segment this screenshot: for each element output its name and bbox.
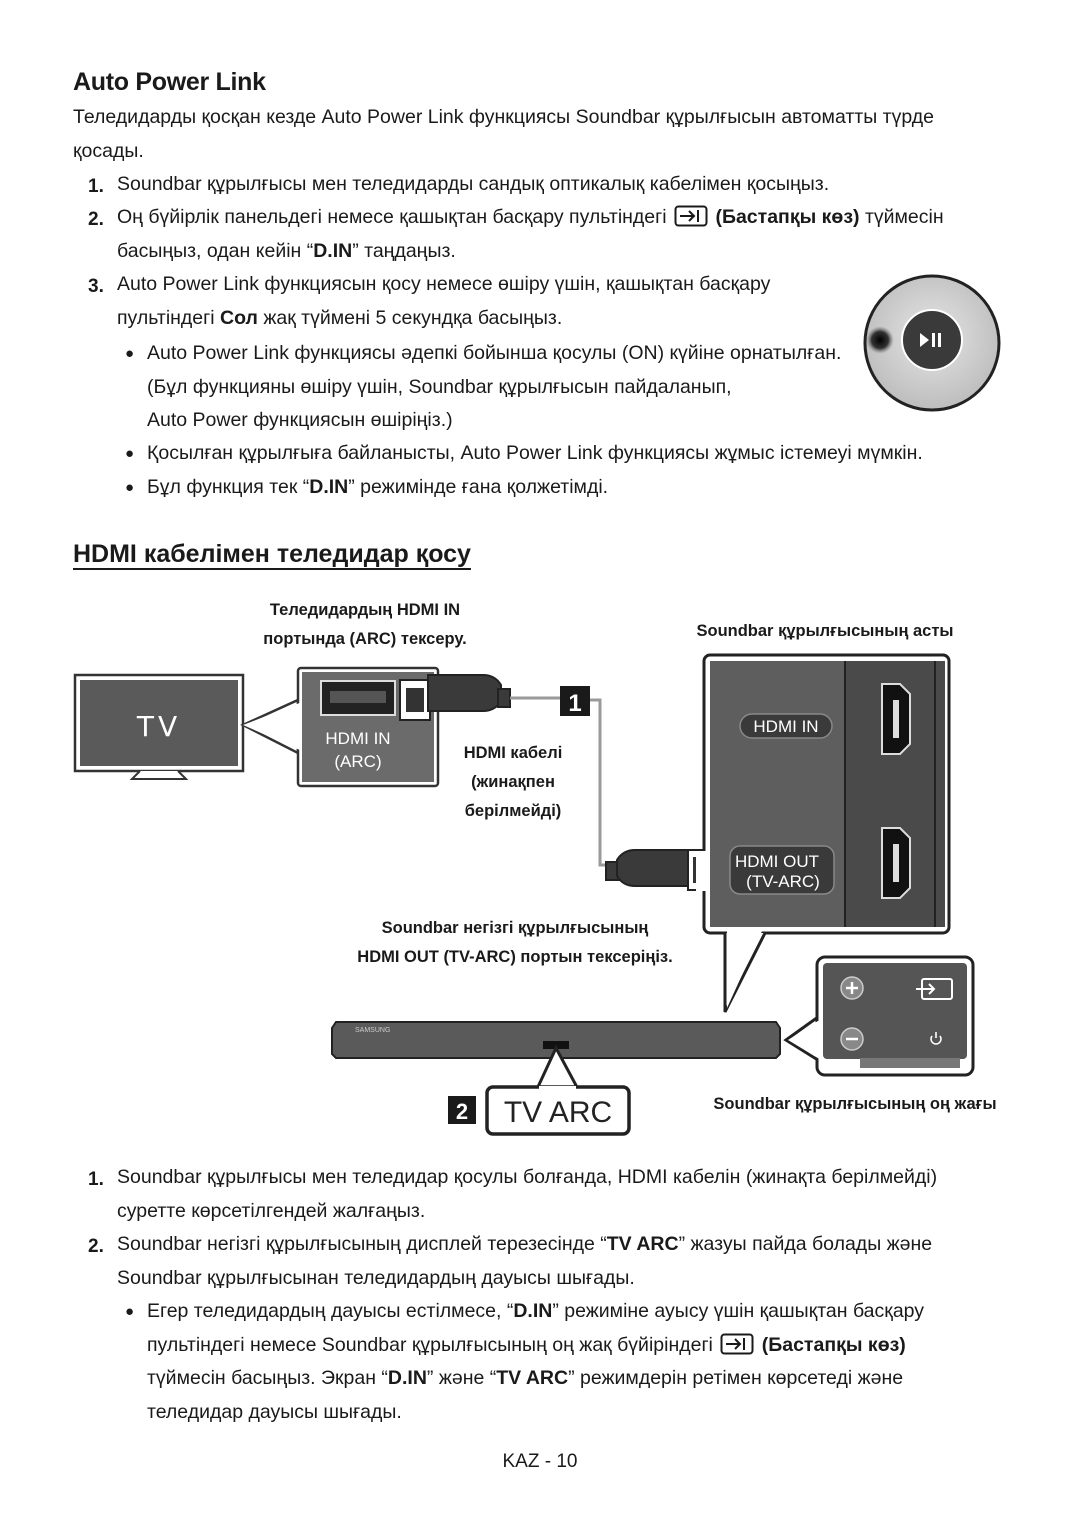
bullet-part: пультіндегі немесе Soundbar құрылғысының… — [147, 1333, 713, 1356]
step-line: Soundbar құрылғысы мен теледидар қосулы … — [117, 1166, 938, 1188]
step-part: Soundbar негізгі құрылғысының дисплей те… — [117, 1233, 607, 1255]
source-icon — [916, 978, 953, 1000]
step-number: 3. — [88, 276, 104, 297]
tv-port-label: (ARC) — [334, 752, 381, 771]
step-text: Оң бүйірлік панельдегі немесе қашықтан б… — [117, 201, 1017, 268]
caption-line: портында (ARC) тексеру. — [263, 630, 467, 648]
bottom-caption: Soundbar құрылғысының асты — [696, 622, 954, 640]
caption-line: HDMI OUT (TV-ARC) портын тексеріңіз. — [357, 948, 673, 966]
bullet-text: Auto Power Link функциясы әдепкі бойынша… — [147, 337, 841, 438]
hdmi-in-label: HDMI IN — [753, 717, 818, 736]
step-number: 1. — [88, 176, 104, 197]
section-title-auto-power-link: Auto Power Link — [73, 68, 266, 96]
bullet-part: ” және “ — [426, 1367, 497, 1389]
bullet-part: ” режиміне ауысу үшін қашықтан басқару — [552, 1300, 925, 1322]
step-badge-2: 2 — [448, 1096, 476, 1124]
bullet-part: түймесін басыңыз. Экран “ — [147, 1367, 388, 1389]
display-text: TV ARC — [504, 1096, 612, 1129]
bullet-part: Егер теледидардың дауысы естілмесе, “ — [147, 1300, 514, 1322]
step-number: 2. — [88, 1236, 104, 1257]
tv-port-label: HDMI IN — [325, 729, 390, 748]
cable-caption: HDMI кабелі (жинақпен берілмейді) — [440, 739, 586, 826]
step-bold: TV ARC — [606, 1233, 679, 1255]
bullet-text: Бұл функция тек “D.IN” режимінде ғана қо… — [147, 471, 608, 505]
bullet-bold: D.IN — [387, 1367, 427, 1389]
bullet-line: Auto Power функциясын өшіріңіз.) — [147, 409, 453, 431]
hdmi-plug-top — [399, 674, 511, 721]
step-part: ” жазуы пайда болады және — [678, 1233, 933, 1255]
badge-label: 1 — [568, 690, 581, 717]
bullet-line: теледидар дауысы шығады. — [147, 1400, 402, 1423]
step-badge-1: 1 — [560, 686, 590, 717]
step-text-part: жақ түймені 5 секундқа басыңыз. — [257, 306, 563, 329]
bullet-line: Auto Power Link функциясы әдепкі бойынша… — [147, 342, 842, 364]
bullet-part: ” режимінде ғана қолжетімді. — [348, 476, 609, 498]
page-number: KAZ - 10 — [502, 1451, 578, 1472]
hdmi-out-label: HDMI OUT — [735, 852, 819, 871]
step-text-bold: D.IN — [313, 239, 353, 262]
step-text: Soundbar құрылғысы мен теледидарды санды… — [117, 173, 830, 195]
step-line: Soundbar құрылғысынан теледидардың дауыс… — [117, 1266, 635, 1289]
step-number: 1. — [88, 1169, 104, 1190]
bullet-bold: TV ARC — [496, 1367, 569, 1389]
section-title-hdmi: HDMI кабелімен теледидар қосу — [73, 540, 471, 568]
bullet-bold: D.IN — [309, 476, 349, 498]
bullet-bold: (Бастапқы көз) — [761, 1333, 906, 1356]
soundbar-side-panel — [783, 955, 975, 1077]
caption-line: HDMI кабелі — [463, 744, 563, 762]
soundbar-brand: SAMSUNG — [355, 1027, 390, 1034]
tv-port-caption: Теледидардың HDMI IN портында (ARC) текс… — [232, 596, 498, 654]
bullet-part: ” режимдерін ретімен көрсетеді және — [568, 1367, 904, 1389]
step-text: Soundbar негізгі құрылғысының дисплей те… — [117, 1228, 932, 1295]
step-line: суретте көрсетілгендей жалғаңыз. — [117, 1199, 426, 1222]
tv-icon: TV — [73, 673, 245, 780]
badge-label: 2 — [456, 1099, 468, 1124]
step-text: Auto Power Link функциясын қосу немесе ө… — [117, 268, 770, 335]
bullet-dot: ● — [125, 445, 135, 462]
bullet-text: Қосылған құрылғыға байланысты, Auto Powe… — [147, 442, 923, 464]
bullet-bold: D.IN — [513, 1300, 553, 1322]
step-text-part: басыңыз, одан кейін “ — [117, 239, 314, 262]
tv-label: TV — [136, 710, 181, 743]
step-text-part: пультіндегі — [117, 306, 221, 329]
caption-line: берілмейді) — [464, 802, 562, 820]
step-text-bold: (Бастапқы көз) — [715, 206, 860, 228]
step-text-part: ” таңдаңыз. — [352, 239, 456, 262]
soundbar-bottom-panel: HDMI IN HDMI OUT (TV-ARC) — [696, 653, 951, 935]
hdmi-out-label: (TV-ARC) — [746, 872, 820, 891]
soundbar-display: TV ARC — [485, 1085, 631, 1136]
step-text: Soundbar құрылғысы мен теледидар қосулы … — [117, 1161, 937, 1228]
bullet-dot: ● — [125, 1303, 135, 1320]
step-text-part: Оң бүйірлік панельдегі немесе қашықтан б… — [117, 206, 667, 228]
power-icon — [930, 1032, 942, 1045]
caption-line: Теледидардың HDMI IN — [269, 601, 461, 619]
bullet-line: (Бұл функцияны өшіру үшін, Soundbar құры… — [147, 375, 732, 398]
step-number: 2. — [88, 209, 104, 230]
side-caption: Soundbar құрылғысының оң жағы — [713, 1095, 997, 1113]
intro-paragraph: Теледидарды қосқан кезде Auto Power Link… — [73, 101, 1013, 168]
caption-line: (жинақпен — [471, 773, 555, 791]
bullet-dot: ● — [125, 345, 135, 362]
hdmi-connection-diagram: TV HDMI IN (ARC) 1 HDMI IN — [73, 653, 975, 1136]
bullet-dot: ● — [125, 479, 135, 496]
source-icon — [674, 205, 708, 227]
source-icon — [720, 1333, 754, 1354]
intro-line-2: қосады. — [73, 139, 144, 162]
caption-line: Soundbar негізгі құрылғысының — [381, 919, 649, 937]
intro-line-1: Теледидарды қосқан кезде Auto Power Link… — [73, 106, 934, 128]
main-unit-caption: Soundbar негізгі құрылғысының HDMI OUT (… — [330, 914, 700, 972]
step-text-bold: Сол — [220, 306, 258, 329]
step-text-part: Auto Power Link функциясын қосу немесе ө… — [117, 273, 771, 295]
bullet-text: Егер теледидардың дауысы естілмесе, “D.I… — [147, 1295, 1027, 1429]
bullet-part: Бұл функция тек “ — [147, 476, 310, 498]
remote-button-illustration — [863, 274, 1001, 412]
step-text-part: түймесін — [864, 206, 944, 228]
